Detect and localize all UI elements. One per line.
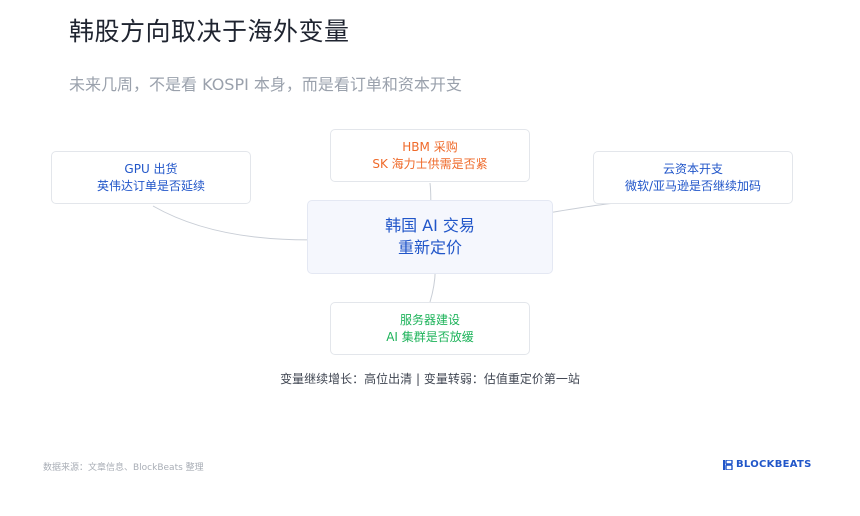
node-server-title: 服务器建设 <box>399 312 460 327</box>
brand-logo: BLOCKBEATS <box>723 459 812 470</box>
conclusion-text: 变量继续增长：高位出清 | 变量转弱：估值重定价第一站 <box>280 372 580 386</box>
page-subtitle: 未来几周，不是看 KOSPI 本身，而是看订单和资本开支 <box>69 75 462 94</box>
node-cloud-capex: 云资本开支 微软/亚马逊是否继续加码 <box>593 151 793 204</box>
node-hbm-detail: SK 海力士供需是否紧 <box>372 156 488 171</box>
node-server-build: 服务器建设 AI 集群是否放缓 <box>330 302 530 355</box>
center-node-korea-ai-trade: 韩国 AI 交易 重新定价 <box>307 200 553 274</box>
center-title: 韩国 AI 交易 <box>385 216 475 235</box>
center-detail: 重新定价 <box>397 238 462 257</box>
brand-name: BLOCKBEATS <box>736 459 812 470</box>
node-capex-title: 云资本开支 <box>662 161 723 176</box>
node-gpu-title: GPU 出货 <box>124 161 178 176</box>
node-gpu-shipment: GPU 出货 英伟达订单是否延续 <box>51 151 251 204</box>
node-hbm-title: HBM 采购 <box>402 139 458 154</box>
blockbeats-logo-icon <box>723 459 733 470</box>
node-gpu-detail: 英伟达订单是否延续 <box>96 178 205 193</box>
node-capex-detail: 微软/亚马逊是否继续加码 <box>624 178 762 193</box>
page-title: 韩股方向取决于海外变量 <box>69 17 350 46</box>
source-note: 数据来源：文章信息、BlockBeats 整理 <box>43 463 204 473</box>
node-server-detail: AI 集群是否放缓 <box>386 329 474 344</box>
node-hbm-purchase: HBM 采购 SK 海力士供需是否紧 <box>330 129 530 182</box>
